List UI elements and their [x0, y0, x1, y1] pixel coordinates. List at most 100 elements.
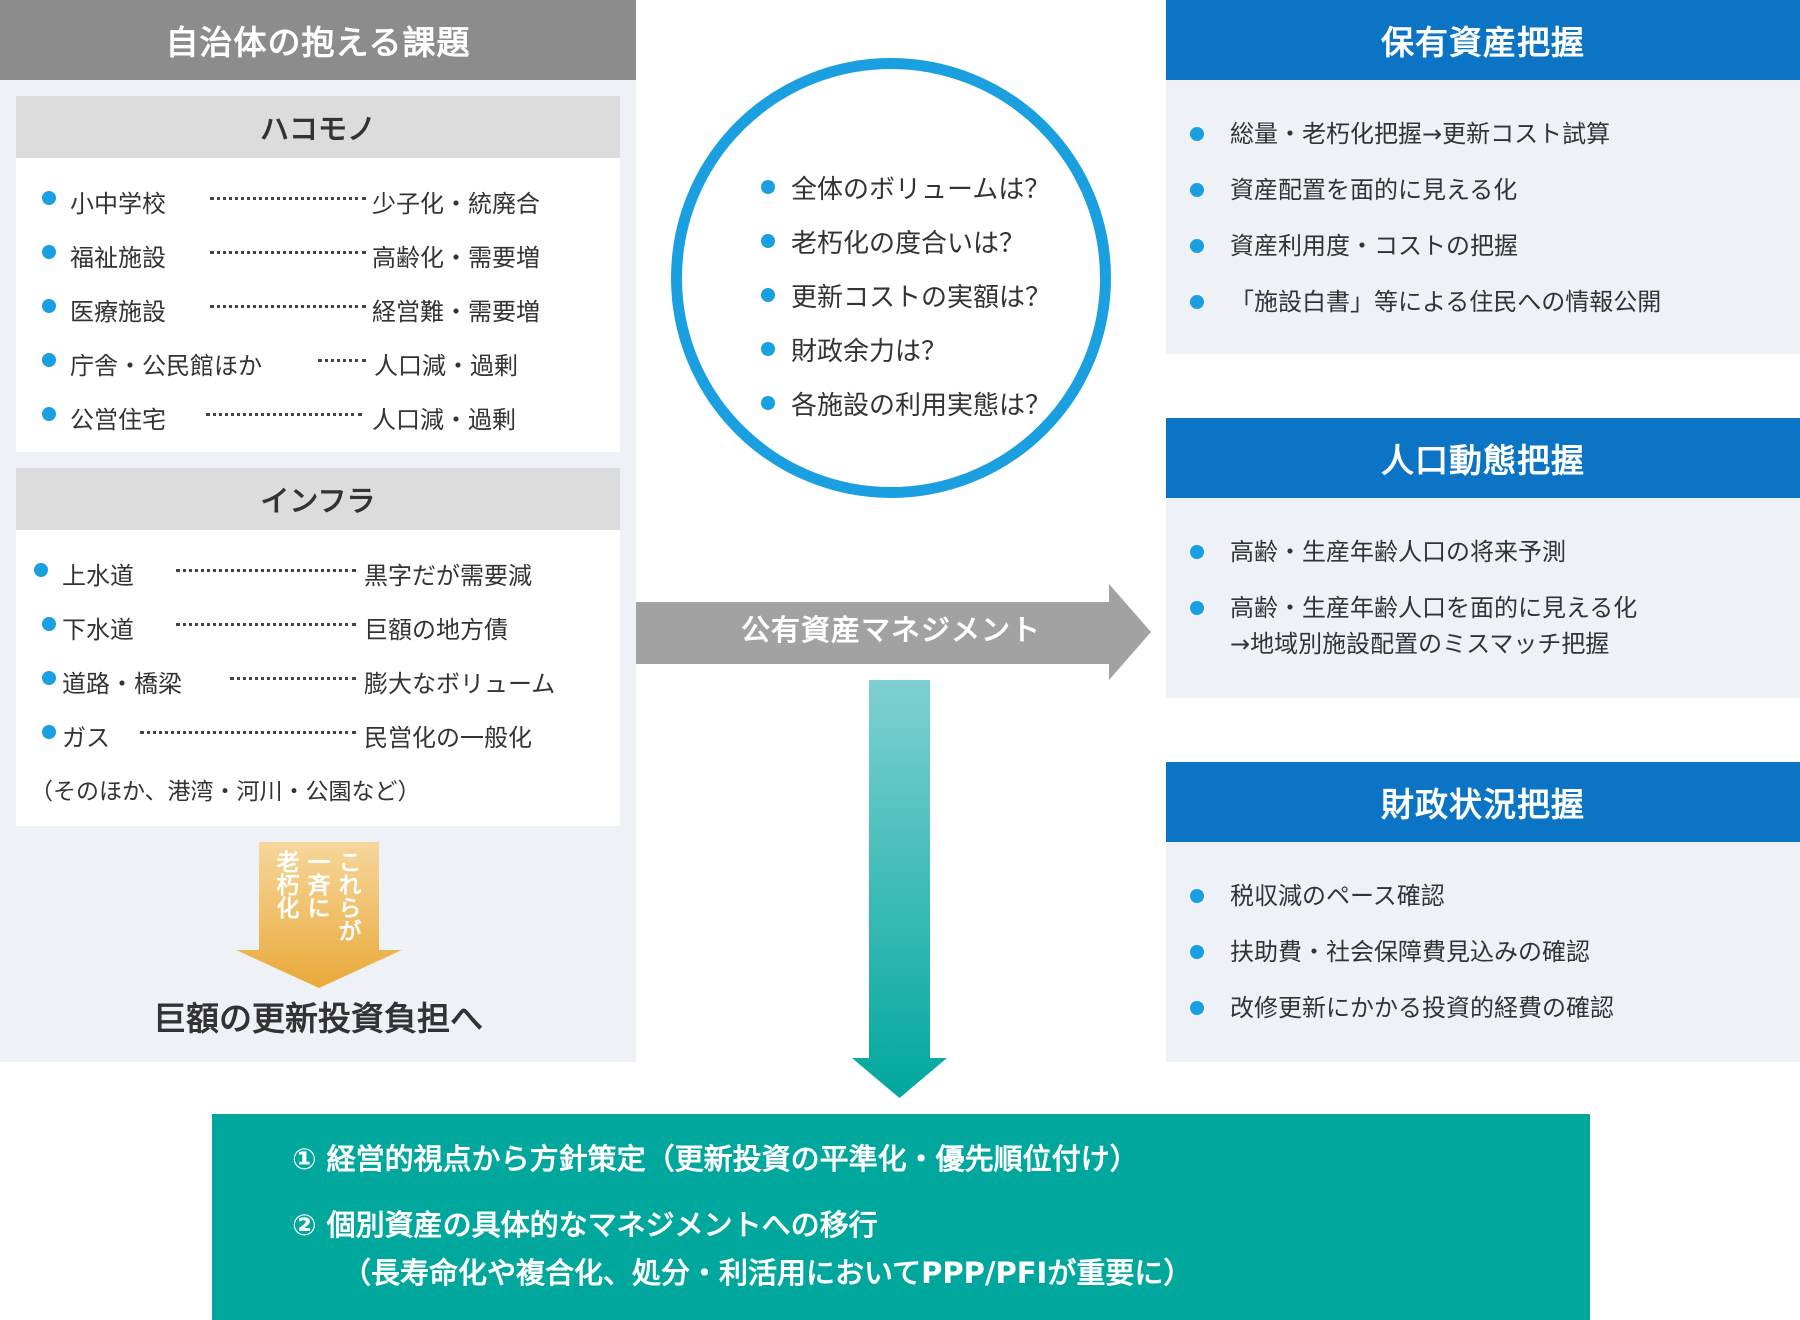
- question-text: 更新コストの実額は？: [791, 282, 1052, 313]
- infra-name: 上水道: [62, 562, 134, 590]
- leader-dots: [140, 731, 356, 734]
- population-panel: 人口動態把握 高齢・生産年齢人口の将来予測 高齢・生産年齢人口を面的に見える化 …: [1166, 418, 1800, 698]
- item-text: 総量・老朽化把握→更新コスト試算: [1230, 120, 1611, 148]
- item-text: 扶助費・社会保障費見込みの確認: [1230, 938, 1590, 966]
- bullet-icon: [42, 671, 56, 685]
- item-text: 資産配置を面的に見える化: [1230, 176, 1518, 204]
- question-text: 全体のボリュームは？: [791, 174, 1051, 205]
- question-text: 各施設の利用実態は？: [791, 390, 1052, 421]
- leader-dots: [210, 305, 366, 308]
- facility-name: 庁舎・公民館ほか: [70, 352, 262, 380]
- population-panel-title: 人口動態把握: [1166, 418, 1800, 498]
- management-label: 公有資産マネジメント: [740, 613, 1041, 647]
- policy-line-1: ① 経営的視点から方針策定（更新投資の平準化・優先順位付け）: [292, 1142, 1139, 1176]
- bullet-icon: [761, 180, 775, 194]
- leader-dots: [318, 359, 366, 362]
- right-arrow-icon: [636, 584, 1151, 680]
- item-text: 改修更新にかかる投資的経費の確認: [1230, 994, 1614, 1022]
- arrow-text-1: これらが: [334, 850, 360, 942]
- question-text: 財政余力は？: [791, 336, 948, 367]
- management-arrow: [636, 584, 1151, 684]
- question-item: 更新コストの実額は？: [761, 275, 1051, 315]
- bullet-icon: [34, 563, 48, 577]
- item-text: 資産利用度・コストの把握: [1230, 232, 1518, 260]
- list-item: 小中学校 少子化・統廃合: [16, 178, 620, 218]
- infra-name: ガス: [62, 724, 110, 752]
- finance-panel: 財政状況把握 税収減のペース確認 扶助費・社会保障費見込みの確認 改修更新にかか…: [1166, 762, 1800, 1062]
- bullet-icon: [42, 407, 56, 421]
- bullet-icon: [42, 245, 56, 259]
- question-item: 全体のボリュームは？: [761, 167, 1050, 207]
- bullet-icon: [1190, 545, 1204, 559]
- infra-heading: インフラ: [16, 468, 620, 530]
- leader-dots: [176, 623, 356, 626]
- bullet-icon: [1190, 239, 1204, 253]
- bullet-icon: [761, 396, 775, 410]
- bullet-icon: [761, 288, 775, 302]
- list-item: 道路・橋梁 膨大なボリューム: [16, 658, 620, 698]
- question-item: 各施設の利用実態は？: [761, 383, 1051, 423]
- bullet-icon: [1190, 127, 1204, 141]
- item-text: 「施設白書」等による住民への情報公開: [1230, 288, 1662, 316]
- question-item: 老朽化の度合いは？: [761, 221, 1025, 261]
- item-text: 高齢・生産年齢人口の将来予測: [1230, 538, 1566, 566]
- facility-issue: 少子化・統廃合: [372, 190, 540, 218]
- asset-panel-title: 保有資産把握: [1166, 0, 1800, 80]
- facility-name: 福祉施設: [70, 244, 166, 272]
- down-arrow-icon: [852, 680, 947, 1098]
- question-text: 老朽化の度合いは？: [791, 228, 1026, 259]
- bullet-icon: [1190, 945, 1204, 959]
- list-item: 公営住宅 人口減・過剰: [16, 394, 620, 434]
- bullet-icon: [761, 234, 775, 248]
- list-item: 上水道 黒字だが需要減: [16, 550, 620, 590]
- infra-note: （そのほか、港湾・河川・公園など）: [30, 779, 421, 805]
- bullet-icon: [1190, 295, 1204, 309]
- leader-dots: [176, 569, 356, 572]
- facility-issue: 高齢化・需要増: [372, 244, 540, 272]
- item-text-continued: →地域別施設配置のミスマッチ把握: [1230, 630, 1610, 658]
- list-item: 福祉施設 高齢化・需要増: [16, 232, 620, 272]
- infra-name: 下水道: [62, 616, 134, 644]
- bullet-icon: [42, 617, 56, 631]
- bullet-icon: [1190, 601, 1204, 615]
- policy-line-2: ② 個別資産の具体的なマネジメントへの移行: [292, 1208, 878, 1242]
- leader-dots: [210, 197, 366, 200]
- hakomono-heading: ハコモノ: [16, 96, 620, 158]
- leader-dots: [230, 677, 356, 680]
- issues-title: 自治体の抱える課題: [0, 0, 636, 80]
- facility-name: 小中学校: [70, 190, 166, 218]
- infra-issue: 巨額の地方債: [364, 616, 508, 644]
- item-text: 高齢・生産年齢人口を面的に見える化: [1230, 594, 1638, 622]
- list-item: 庁舎・公民館ほか 人口減・過剰: [16, 340, 620, 380]
- policy-line-3: （長寿命化や複合化、処分・利活用においてPPP/PFIが重要に）: [342, 1256, 1193, 1290]
- arrow-text-3: 老朽化: [272, 850, 298, 919]
- bullet-icon: [1190, 1001, 1204, 1015]
- item-text: 税収減のペース確認: [1230, 882, 1445, 910]
- leader-dots: [206, 413, 362, 416]
- bullet-icon: [42, 299, 56, 313]
- list-item: ガス 民営化の一般化: [16, 712, 620, 752]
- infra-issue: 民営化の一般化: [364, 724, 532, 752]
- bullet-icon: [42, 725, 56, 739]
- leader-dots: [210, 251, 366, 254]
- bullet-icon: [1190, 889, 1204, 903]
- bullet-icon: [42, 191, 56, 205]
- burden-result: 巨額の更新投資負担へ: [153, 999, 483, 1038]
- infra-name: 道路・橋梁: [62, 670, 182, 698]
- list-item: 医療施設 経営難・需要増: [16, 286, 620, 326]
- down-arrow-icon: [236, 842, 402, 988]
- infra-issue: 黒字だが需要減: [364, 562, 532, 590]
- infra-list: 上水道 黒字だが需要減 下水道 巨額の地方債 道路・橋梁 膨大なボリューム ガス…: [16, 530, 620, 826]
- finance-panel-title: 財政状況把握: [1166, 762, 1800, 842]
- facility-issue: 人口減・過剰: [374, 352, 518, 380]
- bullet-icon: [42, 353, 56, 367]
- asset-panel: 保有資産把握 総量・老朽化把握→更新コスト試算 資産配置を面的に見える化 資産利…: [1166, 0, 1800, 354]
- question-circle: 全体のボリュームは？ 老朽化の度合いは？ 更新コストの実額は？ 財政余力は？ 各…: [671, 58, 1111, 498]
- outcome-arrow: [852, 680, 947, 1102]
- list-item: 下水道 巨額の地方債: [16, 604, 620, 644]
- facility-issue: 人口減・過剰: [372, 406, 516, 434]
- infra-issue: 膨大なボリューム: [364, 670, 556, 698]
- question-item: 財政余力は？: [761, 329, 947, 369]
- facility-name: 医療施設: [70, 298, 166, 326]
- arrow-text-2: 一斉に: [303, 850, 329, 919]
